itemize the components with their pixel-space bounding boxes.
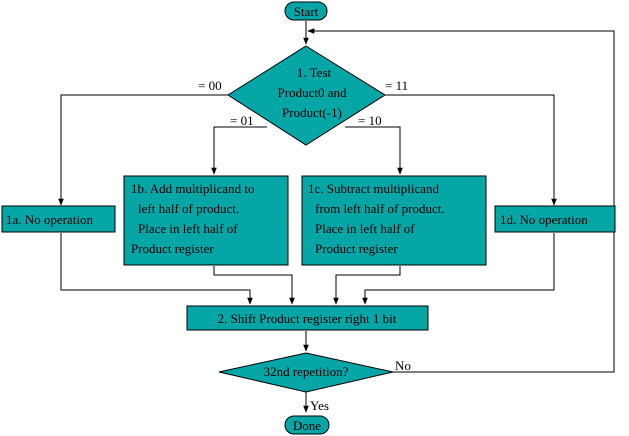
shift-box: 2. Shift Product register right 1 bit xyxy=(186,305,429,331)
test-decision: 1. Test Product0 and Product(-1) xyxy=(227,45,386,146)
done-label: Done xyxy=(293,418,321,433)
test-line-3: Product(-1) xyxy=(282,105,342,120)
arrow-test-to-1a xyxy=(58,94,228,206)
label-eq00: = 00 xyxy=(198,78,222,93)
test-line-2: Product0 and xyxy=(278,85,347,100)
arrow-1c-to-shift xyxy=(333,266,401,305)
arrow-1b-to-shift xyxy=(213,266,295,305)
box-1b-line-1: 1b. Add multiplicand to xyxy=(131,181,255,196)
box-1c-line-1: 1c. Subtract multiplicand xyxy=(308,181,440,196)
box-1b-line-2: left half of product. xyxy=(138,201,239,216)
box-1b-line-4: Product register xyxy=(131,241,214,256)
arrow-1a-to-shift xyxy=(60,233,253,305)
box-1a: 1a. No operation xyxy=(1,205,116,233)
box-1c-line-3: Place in left half of xyxy=(315,221,415,236)
repetition-label: 32nd repetition? xyxy=(264,364,349,379)
arrow-no-loop xyxy=(307,28,615,373)
arrow-test-to-1d xyxy=(385,94,557,206)
box-1d: 1d. No operation xyxy=(494,205,616,233)
label-eq11: = 11 xyxy=(385,78,408,93)
box-1d-label: 1d. No operation xyxy=(500,212,588,227)
arrow-test-to-1c xyxy=(345,126,403,175)
box-1a-label: 1a. No operation xyxy=(6,212,94,227)
start-terminal: Start xyxy=(284,1,328,21)
box-1c: 1c. Subtract multiplicand from left half… xyxy=(301,175,487,266)
shift-label: 2. Shift Product register right 1 bit xyxy=(218,311,397,326)
box-1b-line-3: Place in left half of xyxy=(138,221,238,236)
label-yes: Yes xyxy=(310,398,329,413)
label-no: No xyxy=(395,358,411,373)
start-label: Start xyxy=(294,4,319,19)
arrow-1d-to-shift xyxy=(362,233,555,305)
box-1c-line-2: from left half of product. xyxy=(315,201,445,216)
repetition-decision: 32nd repetition? xyxy=(218,352,394,393)
test-line-1: 1. Test xyxy=(297,65,332,80)
arrow-test-to-1b xyxy=(211,126,267,175)
label-eq01: = 01 xyxy=(230,113,254,128)
done-terminal: Done xyxy=(284,415,330,435)
box-1b: 1b. Add multiplicand to left half of pro… xyxy=(123,175,289,266)
connectors xyxy=(58,21,615,413)
label-eq10: = 10 xyxy=(358,113,382,128)
box-1c-line-4: Product register xyxy=(315,241,398,256)
